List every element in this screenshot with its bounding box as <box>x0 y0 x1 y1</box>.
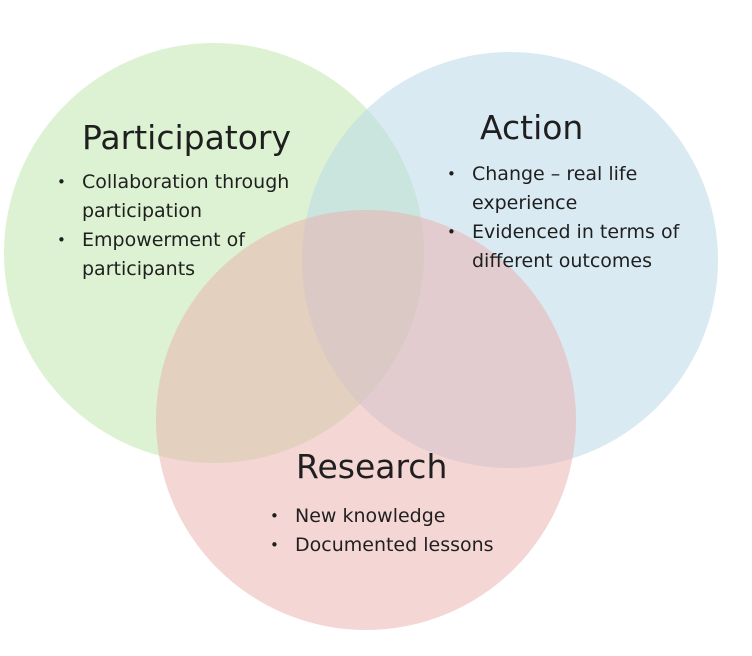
action-bullet-list: Change – real life experience Evidenced … <box>445 160 715 276</box>
participatory-bullet: Empowerment of participants <box>55 226 345 284</box>
action-bullet: Change – real life experience <box>445 160 715 218</box>
research-bullet: New knowledge <box>268 502 528 531</box>
participatory-bullet: Collaboration through participation <box>55 168 345 226</box>
participatory-bullet-list: Collaboration through participation Empo… <box>55 168 345 284</box>
research-bullet-list: New knowledge Documented lessons <box>268 502 528 560</box>
action-title: Action <box>480 108 584 147</box>
research-bullet: Documented lessons <box>268 531 528 560</box>
participatory-title: Participatory <box>82 118 292 157</box>
research-title: Research <box>296 447 448 486</box>
action-bullet: Evidenced in terms of different outcomes <box>445 218 715 276</box>
